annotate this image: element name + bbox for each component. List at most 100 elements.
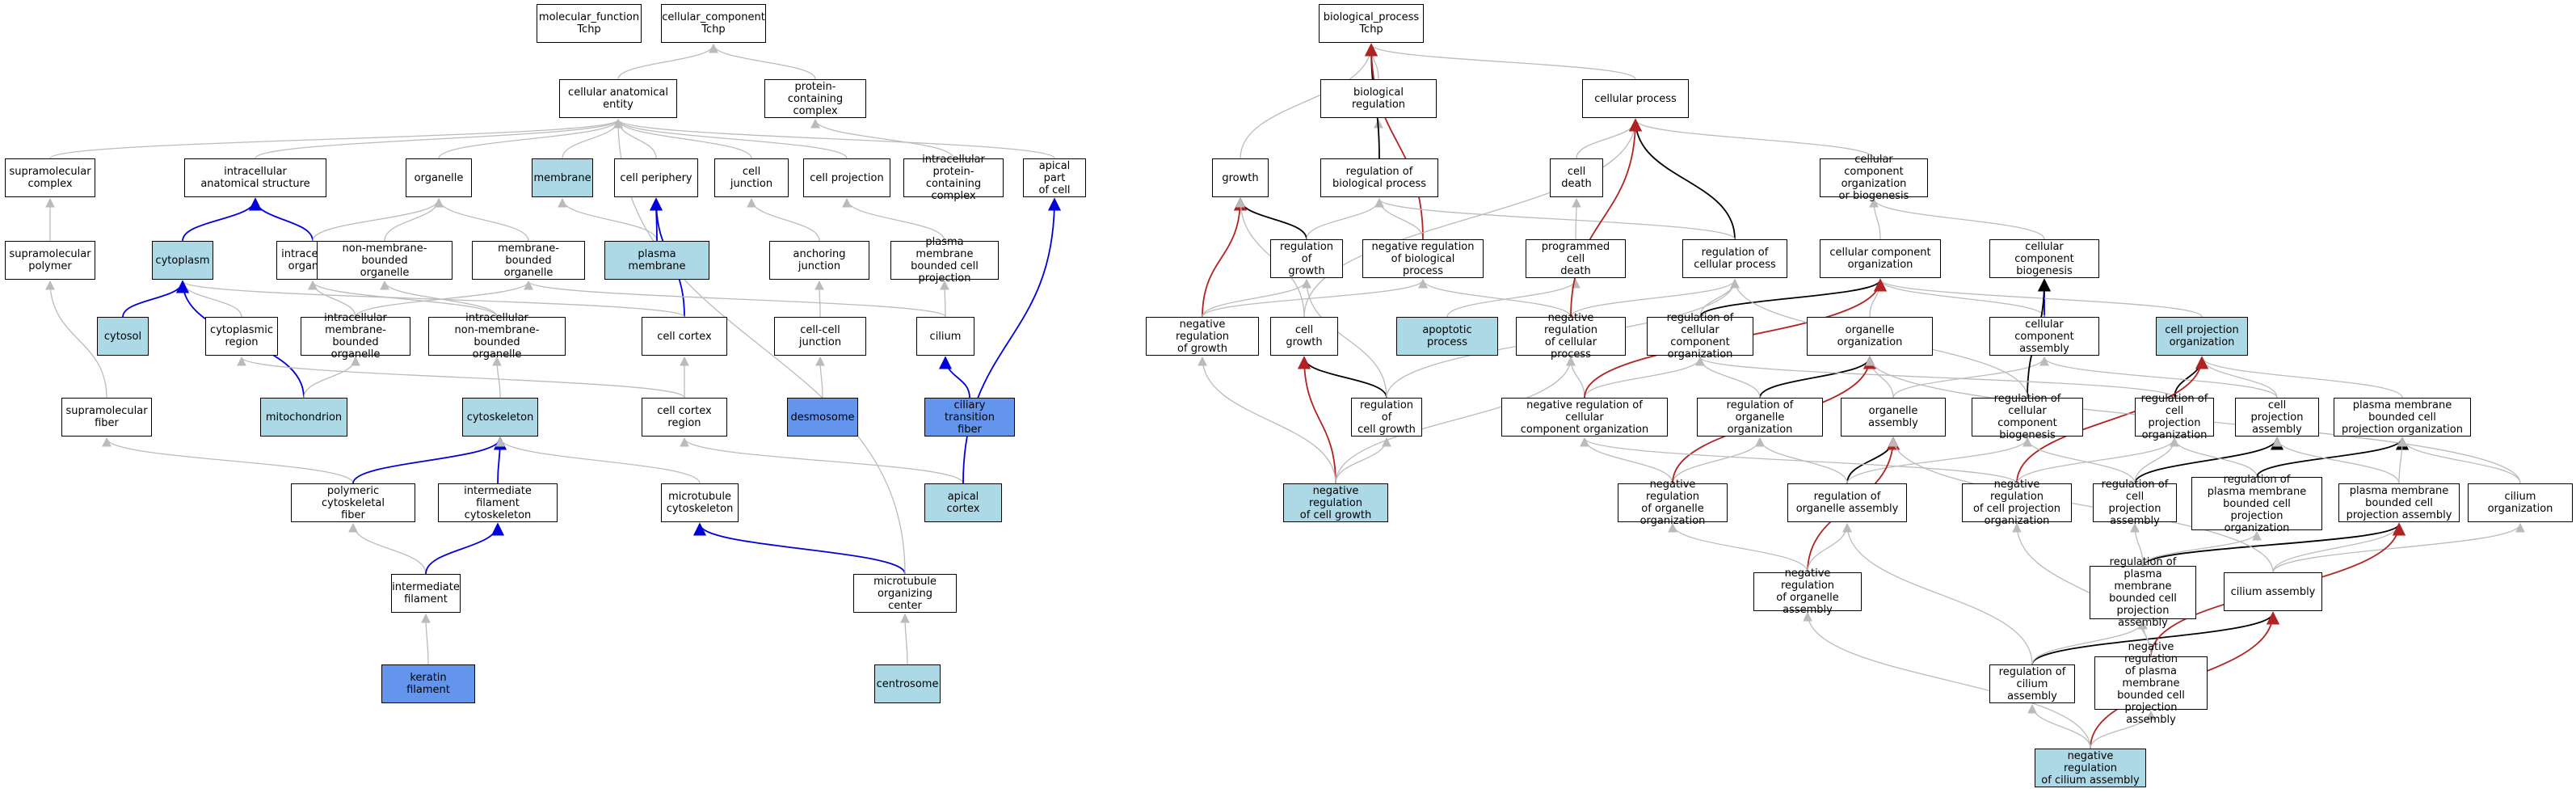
- go-term-node-cytreg[interactable]: cytoplasmic region: [205, 317, 278, 356]
- go-term-node-cper[interactable]: cell periphery: [614, 158, 698, 197]
- go-term-node-cdeath[interactable]: cell death: [1550, 158, 1603, 197]
- go-term-node-rcpo[interactable]: regulation of cell projection organizati…: [2135, 393, 2214, 441]
- go-term-node-cae[interactable]: cellular anatomical entity: [559, 79, 677, 118]
- go-term-node-cil[interactable]: cilium: [916, 317, 974, 356]
- go-term-node-nrcp[interactable]: negative regulation of cellular process: [1516, 312, 1626, 361]
- go-term-node-grow[interactable]: growth: [1212, 158, 1269, 197]
- go-term-node-ccob[interactable]: cellular component organization or bioge…: [1820, 154, 1928, 202]
- edge-is-a-roa-to-rccb: [1846, 437, 2032, 484]
- go-term-node-rcp[interactable]: regulation of cellular process: [1682, 239, 1787, 278]
- go-term-node-nrgrow[interactable]: negative regulation of growth: [1146, 317, 1259, 356]
- go-term-node-oorg[interactable]: organelle organization: [1807, 317, 1933, 356]
- edge-is-a-cgrow-to-cproc: [1303, 118, 1640, 318]
- go-term-node-rbp[interactable]: regulation of biological process: [1320, 158, 1438, 197]
- go-term-node-ifc[interactable]: intermediate filament cytoskeleton: [438, 483, 558, 522]
- go-term-node-cent[interactable]: centrosome: [874, 664, 941, 703]
- go-term-node-cpo[interactable]: cell projection organization: [2156, 317, 2248, 356]
- go-term-node-cc[interactable]: cellular_component Tchp: [661, 4, 766, 43]
- go-term-node-desm[interactable]: desmosome: [787, 398, 858, 437]
- go-term-node-pcc[interactable]: protein-containing complex: [764, 79, 866, 118]
- go-term-node-rpmbcpa[interactable]: regulation of plasma membrane bounded ce…: [2090, 556, 2196, 629]
- go-term-node-bp[interactable]: biological_process Tchp: [1319, 4, 1424, 43]
- go-term-node-rcg[interactable]: regulation of cell growth: [1351, 398, 1422, 437]
- go-term-node-pcd[interactable]: programmed cell death: [1526, 239, 1626, 278]
- go-term-node-ciorg[interactable]: cilium organization: [2468, 483, 2573, 522]
- go-term-node-mbo[interactable]: membrane-bounded organelle: [472, 241, 585, 280]
- go-term-node-cproc[interactable]: cellular process: [1582, 79, 1689, 118]
- go-term-node-smf[interactable]: supramolecular fiber: [61, 398, 152, 437]
- edge-is-a-nrgrow-to-nrbp: [1202, 278, 1428, 318]
- go-term-node-smc[interactable]: supramolecular complex: [5, 158, 95, 197]
- go-term-node-ccb[interactable]: cellular component biogenesis: [1989, 239, 2099, 278]
- go-term-node-apop[interactable]: apoptotic process: [1396, 317, 1498, 356]
- go-term-node-rcpa[interactable]: regulation of cell projection assembly: [2093, 479, 2177, 527]
- go-term-node-ctf[interactable]: ciliary transition fiber: [924, 398, 1015, 437]
- go-term-node-mf[interactable]: molecular_function Tchp: [537, 4, 642, 43]
- go-term-node-apc[interactable]: apical part of cell: [1023, 158, 1086, 197]
- go-term-node-mem[interactable]: membrane: [532, 158, 593, 197]
- go-term-node-ipcc[interactable]: intracellular protein-containing complex: [903, 154, 1004, 202]
- go-term-node-cpa[interactable]: cell projection assembly: [2235, 398, 2319, 437]
- go-term-node-nrcco[interactable]: negative regulation of cellular componen…: [1501, 398, 1668, 437]
- go-term-node-ccor[interactable]: cell cortex: [642, 317, 727, 356]
- go-term-node-nrpmbcpa[interactable]: negative regulation of plasma membrane b…: [2094, 641, 2208, 726]
- go-term-node-rccb[interactable]: regulation of cellular component biogene…: [1972, 393, 2083, 441]
- go-term-node-pmbcpa[interactable]: plasma membrane bounded cell projection …: [2338, 483, 2460, 522]
- go-term-node-nmbo[interactable]: non-membrane-bounded organelle: [317, 241, 452, 280]
- go-term-node-pm[interactable]: plasma membrane: [604, 241, 709, 280]
- go-term-node-cco[interactable]: cellular component organization: [1820, 239, 1941, 278]
- go-term-node-smp[interactable]: supramolecular polymer: [5, 241, 95, 280]
- go-term-node-roa[interactable]: regulation of organelle assembly: [1787, 483, 1907, 522]
- go-term-node-cproj[interactable]: cell projection: [803, 158, 890, 197]
- go-term-node-cilass[interactable]: cilium assembly: [2224, 572, 2322, 611]
- go-term-node-rpmbcpo[interactable]: regulation of plasma membrane bounded ce…: [2191, 474, 2322, 534]
- go-term-node-mtoc[interactable]: microtubule organizing center: [853, 574, 957, 613]
- go-term-node-org[interactable]: organelle: [406, 158, 472, 197]
- go-term-node-mito[interactable]: mitochondrion: [260, 398, 347, 437]
- go-term-node-inmbo[interactable]: intracellular non-membrane-bounded organ…: [428, 312, 566, 361]
- edge-is-a-aj-to-cj: [747, 197, 820, 242]
- go-term-node-cj[interactable]: cell junction: [714, 158, 789, 197]
- go-term-node-cgrow[interactable]: cell growth: [1270, 317, 1338, 356]
- go-term-node-kf[interactable]: keratin filament: [381, 664, 475, 703]
- edge-is-a-mtoc-to-cae: [613, 118, 906, 575]
- go-term-node-oa[interactable]: organelle assembly: [1841, 398, 1946, 437]
- go-term-node-roo[interactable]: regulation of organelle organization: [1697, 398, 1823, 437]
- go-term-node-aj[interactable]: anchoring junction: [769, 241, 869, 280]
- edge-is-a-oa-to-cca: [1892, 356, 2049, 399]
- edge-is-a-pmbcpo-to-cpo: [2197, 356, 2403, 399]
- go-term-node-pmbcpo[interactable]: plasma membrane bounded cell projection …: [2334, 398, 2471, 437]
- edge-is-a-cpa-to-cca: [2039, 356, 2278, 399]
- edge-is-a-rcilass-to-roa: [1842, 522, 2033, 665]
- go-term-node-if[interactable]: intermediate filament: [391, 574, 461, 613]
- go-term-node-ccreg[interactable]: cell cortex region: [642, 398, 727, 437]
- go-term-node-acor[interactable]: apical cortex: [924, 483, 1002, 522]
- go-term-node-nroa[interactable]: negative regulation of organelle assembl…: [1753, 567, 1862, 616]
- go-term-node-ias[interactable]: intracellular anatomical structure: [184, 158, 326, 197]
- go-term-node-rgrow[interactable]: regulation of growth: [1270, 239, 1343, 278]
- go-term-node-nrcg[interactable]: negative regulation of cell growth: [1283, 483, 1388, 522]
- go-term-node-cytosol[interactable]: cytosol: [97, 317, 149, 356]
- go-term-node-rcilass[interactable]: regulation of cilium assembly: [1989, 664, 2075, 703]
- edge-is-a-cpo-to-cco: [1875, 278, 2203, 318]
- go-term-node-nrcpo[interactable]: negative regulation of cell projection o…: [1962, 479, 2072, 527]
- go-term-node-rcco[interactable]: regulation of cellular component organiz…: [1647, 312, 1753, 361]
- edge-is-a-ccor-to-cyto: [178, 280, 685, 318]
- go-term-node-nrbp[interactable]: negative regulation of biological proces…: [1362, 239, 1484, 278]
- go-term-node-cca[interactable]: cellular component assembly: [1989, 317, 2099, 356]
- go-term-node-csk[interactable]: cytoskeleton: [462, 398, 538, 437]
- edge-negatively-regulates-nrgrow-to-grow: [1202, 197, 1248, 318]
- go-term-node-cyto[interactable]: cytoplasm: [152, 241, 213, 280]
- go-term-node-nrcilass[interactable]: negative regulation of cilium assembly: [2035, 749, 2146, 787]
- edge-part-of-pcf-to-csk: [352, 437, 507, 484]
- edge-is-a-oa-to-oorg: [1865, 356, 1894, 399]
- go-term-node-imbo[interactable]: intracellular membrane-bounded organelle: [301, 312, 410, 361]
- go-term-node-pmbcp[interactable]: plasma membrane bounded cell projection: [890, 236, 999, 285]
- go-term-node-nroo[interactable]: negative regulation of organelle organiz…: [1618, 479, 1728, 527]
- go-term-node-mtc[interactable]: microtubule cytoskeleton: [661, 483, 739, 522]
- go-term-node-ccj[interactable]: cell-cell junction: [774, 317, 866, 356]
- edge-is-a-nmbo-to-org: [384, 197, 444, 242]
- go-term-node-breg[interactable]: biological regulation: [1320, 79, 1437, 118]
- go-term-node-pcf[interactable]: polymeric cytoskeletal fiber: [291, 483, 415, 522]
- edge-is-a-if-to-pcf: [348, 522, 427, 575]
